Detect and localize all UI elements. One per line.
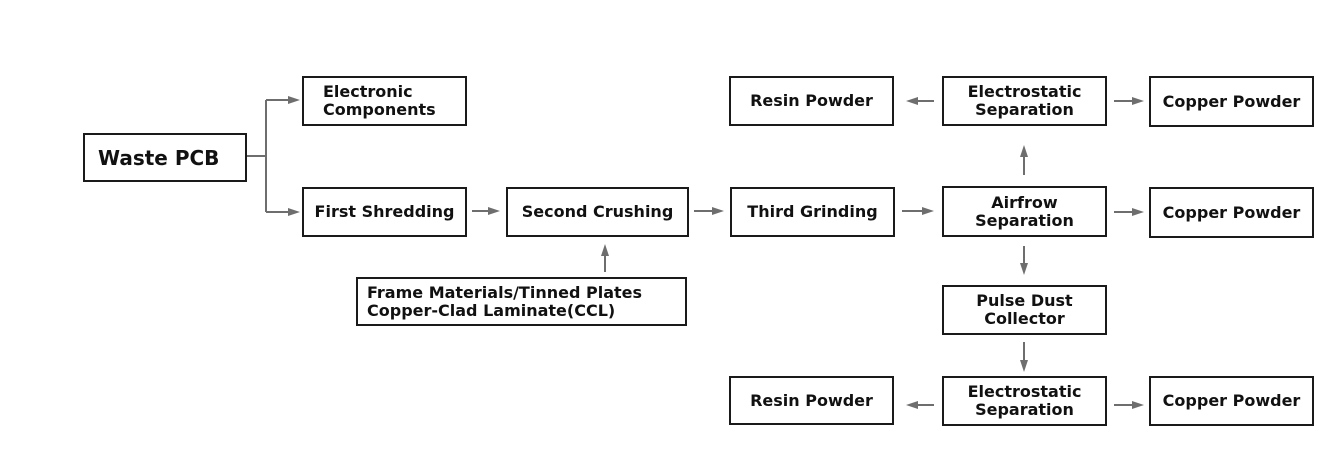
node-electrostatic-bottom-line2: Separation: [975, 400, 1074, 419]
node-second-crushing-label: Second Crushing: [521, 202, 674, 221]
node-electrostatic-separation-bottom: Electrostatic Separation: [942, 376, 1107, 426]
node-copper-powder-mid-label: Copper Powder: [1162, 202, 1301, 222]
node-electrostatic-bottom-line1: Electrostatic: [967, 382, 1082, 401]
arrowhead-electrostatic-top-to-copper: [1132, 97, 1144, 105]
arrowhead-airflow-to-pulse: [1020, 263, 1028, 275]
node-first-shredding-label: First Shredding: [314, 202, 455, 221]
arrowhead-airflow-to-copper: [1132, 208, 1144, 216]
arrowhead-crushing-to-grinding: [712, 207, 724, 215]
arrowhead-to-first-shredding: [288, 208, 300, 216]
arrowhead-to-electronic-components: [288, 96, 300, 104]
node-electronic-components-line1: Electronic: [323, 82, 413, 101]
node-pulse-dust-collector-line2: Collector: [984, 309, 1065, 328]
arrowhead-pulse-to-electrostatic-bottom: [1020, 360, 1028, 372]
node-electrostatic-top-line2: Separation: [975, 100, 1074, 119]
node-copper-powder-mid: Copper Powder: [1149, 187, 1314, 238]
node-resin-powder-bottom-label: Resin Powder: [750, 390, 873, 410]
arrowhead-electrostatic-top-to-resin: [906, 97, 918, 105]
node-third-grinding-label: Third Grinding: [747, 202, 878, 221]
node-copper-powder-top-label: Copper Powder: [1162, 91, 1301, 111]
node-copper-powder-bottom: Copper Powder: [1149, 376, 1314, 426]
node-resin-powder-top: Resin Powder: [729, 76, 894, 126]
arrowhead-airflow-to-electrostatic-top: [1020, 145, 1028, 157]
node-waste-pcb-label: Waste PCB: [98, 145, 220, 170]
arrowhead-electrostatic-bottom-to-resin: [906, 401, 918, 409]
node-waste-pcb: Waste PCB: [83, 133, 247, 182]
node-airflow-separation-line2: Separation: [975, 210, 1074, 230]
node-second-crushing: Second Crushing: [506, 187, 689, 237]
node-pulse-dust-collector-line1: Pulse Dust: [976, 291, 1073, 310]
node-frame-materials-line2: Copper-Clad Laminate(CCL): [367, 300, 616, 320]
node-airflow-separation: Airfrow Separation: [942, 186, 1107, 237]
node-airflow-separation-line1: Airfrow: [991, 192, 1058, 212]
node-frame-materials: Frame Materials/Tinned Plates Copper-Cla…: [356, 277, 687, 326]
arrowhead-shredding-to-crushing: [488, 207, 500, 215]
node-first-shredding: First Shredding: [302, 187, 467, 237]
node-electronic-components: Electronic Components: [302, 76, 467, 126]
node-frame-materials-line1: Frame Materials/Tinned Plates: [367, 282, 643, 302]
node-copper-powder-bottom-label: Copper Powder: [1162, 391, 1301, 410]
arrowhead-grinding-to-airflow: [922, 207, 934, 215]
node-electrostatic-separation-top: Electrostatic Separation: [942, 76, 1107, 126]
node-third-grinding: Third Grinding: [730, 187, 895, 237]
node-copper-powder-top: Copper Powder: [1149, 76, 1314, 127]
node-electronic-components-line2: Components: [323, 100, 436, 119]
arrowhead-frame-to-crushing: [601, 244, 609, 256]
node-electrostatic-top-line1: Electrostatic: [967, 82, 1082, 101]
arrowhead-electrostatic-bottom-to-copper: [1132, 401, 1144, 409]
node-resin-powder-top-label: Resin Powder: [750, 91, 873, 110]
node-resin-powder-bottom: Resin Powder: [729, 376, 894, 425]
node-pulse-dust-collector: Pulse Dust Collector: [942, 285, 1107, 335]
